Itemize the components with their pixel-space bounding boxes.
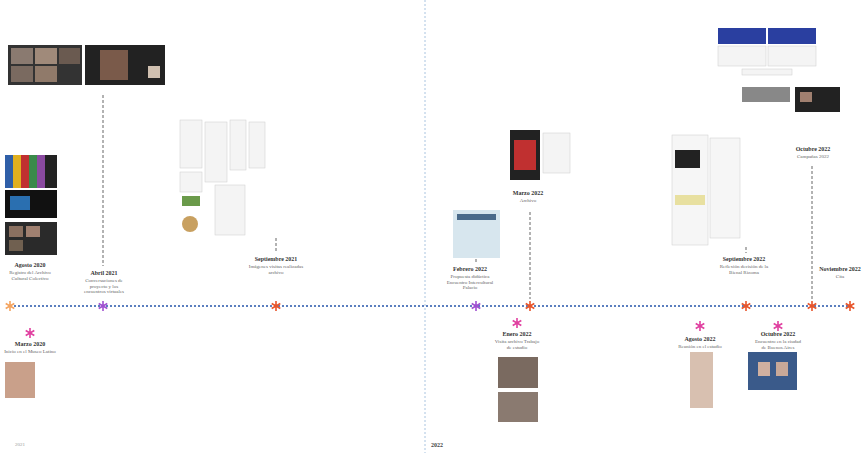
event-note: Encuentro en la ciudad de Buenos Aires bbox=[753, 339, 803, 351]
event-date: Agosto 2022 bbox=[675, 336, 725, 343]
event-note: Propuesta didáctica Encuentro Intercultu… bbox=[444, 274, 496, 291]
year-divider bbox=[425, 0, 426, 453]
event-note: Reunión en el estudio bbox=[675, 344, 725, 350]
event-date: Octubre 2022 bbox=[793, 146, 833, 153]
event-date: Enero 2022 bbox=[494, 331, 540, 338]
event-note: Imágenes visitas realizadas archivo bbox=[246, 264, 306, 276]
event-date: Agosto 2020 bbox=[4, 262, 56, 269]
event-date: Noviembre 2022 bbox=[819, 266, 861, 273]
event-date: Septiembre 2021 bbox=[246, 256, 306, 263]
event-note: Cita bbox=[819, 274, 861, 280]
event-note: Campañas 2022 bbox=[793, 154, 833, 160]
event-note: Reflexión decisión de la Bienal Rizoma bbox=[718, 264, 770, 276]
year-label: 2021 bbox=[5, 442, 35, 448]
event-date: Octubre 2022 bbox=[753, 331, 803, 338]
event-date: Marzo 2022 bbox=[508, 190, 548, 197]
year-label: 2022 bbox=[422, 442, 452, 449]
event-date: Marzo 2020 bbox=[4, 341, 56, 348]
event-date: Septiembre 2022 bbox=[718, 256, 770, 263]
photos bbox=[5, 28, 840, 422]
event-note: Archivo bbox=[508, 198, 548, 204]
timeline-axis bbox=[10, 305, 852, 307]
event-note: Inicio en el Museo Latino bbox=[4, 349, 56, 355]
event-note: Visita archivo Trabajo de estudio bbox=[494, 339, 540, 351]
leader-lines bbox=[103, 95, 812, 299]
event-date: Febrero 2022 bbox=[444, 266, 496, 273]
event-date: Abril 2021 bbox=[82, 270, 126, 277]
event-note: Conversaciones de proyecto y los encuent… bbox=[82, 278, 126, 295]
event-note: Registro del Archivo Cultural Colectivo bbox=[4, 270, 56, 282]
event-markers bbox=[6, 301, 855, 338]
